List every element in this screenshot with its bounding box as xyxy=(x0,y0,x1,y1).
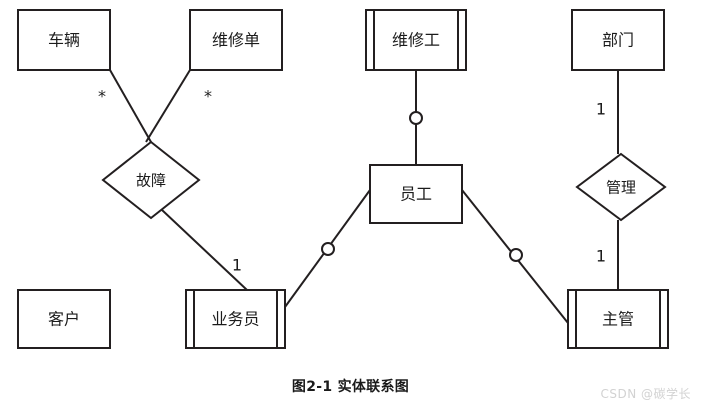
generalization-circle-icon xyxy=(409,111,423,125)
figure-caption: 图2-1 实体联系图 xyxy=(291,379,410,395)
entity-label-repairman: 维修工 xyxy=(392,31,440,50)
entity-customer[interactable]: 客户 xyxy=(17,289,111,349)
cardinality-layer: * * 1 1 1 xyxy=(98,87,606,275)
entity-label-employee: 员工 xyxy=(400,185,432,204)
entity-label-repair_order: 维修单 xyxy=(212,31,260,50)
entity-label-supervisor: 主管 xyxy=(602,310,634,329)
connector-repair-order-to-fault xyxy=(145,69,191,143)
connector-vehicle-to-fault xyxy=(109,69,152,143)
connector-repairman-to-employee xyxy=(409,70,423,165)
entity-repairman[interactable]: 维修工 xyxy=(365,9,467,71)
relationship-fault[interactable]: 故障 xyxy=(101,140,201,220)
csdn-watermark: CSDN @碳学长 xyxy=(600,387,691,401)
connector-fault-to-salesman xyxy=(161,209,248,291)
relationship-layer: 故障 管理 xyxy=(101,140,667,222)
entity-vehicle[interactable]: 车辆 xyxy=(17,9,111,71)
entity-department[interactable]: 部门 xyxy=(571,9,665,71)
entity-supervisor[interactable]: 主管 xyxy=(567,289,669,349)
entity-label-salesman: 业务员 xyxy=(211,310,259,329)
card-management-supervisor: 1 xyxy=(596,247,606,266)
card-fault-salesman: 1 xyxy=(232,256,242,275)
relationship-label-management: 管理 xyxy=(606,179,636,197)
connector-employee-to-salesman xyxy=(284,189,371,308)
relationship-management[interactable]: 管理 xyxy=(575,152,667,222)
connector-employee-to-supervisor xyxy=(461,189,569,324)
connector-layer xyxy=(109,69,619,324)
entity-salesman[interactable]: 业务员 xyxy=(185,289,286,349)
card-repair-order-fault: * xyxy=(204,87,212,106)
generalization-circle-icon xyxy=(509,248,523,262)
card-department-management: 1 xyxy=(596,100,606,119)
entity-label-department: 部门 xyxy=(602,31,634,50)
generalization-circle-icon xyxy=(321,242,335,256)
relationship-label-fault: 故障 xyxy=(136,172,166,190)
entity-label-vehicle: 车辆 xyxy=(48,31,80,50)
entity-label-customer: 客户 xyxy=(48,310,80,329)
entity-repair_order[interactable]: 维修单 xyxy=(189,9,283,71)
card-vehicle-fault: * xyxy=(98,87,106,106)
entity-employee[interactable]: 员工 xyxy=(369,164,463,224)
